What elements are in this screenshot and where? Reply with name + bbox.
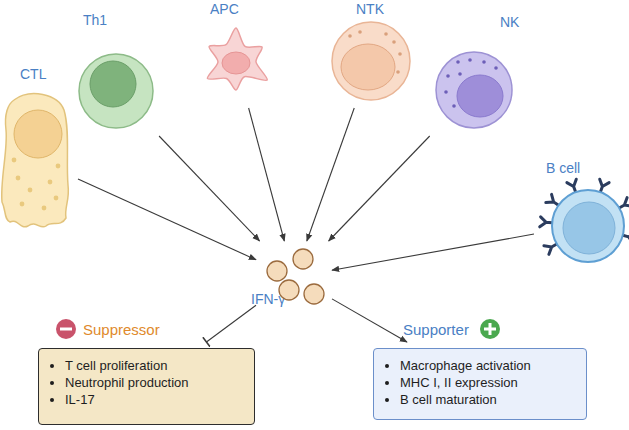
granule: [444, 90, 448, 94]
th1-cell: Th1: [77, 12, 155, 130]
granule: [16, 176, 21, 181]
antibody: [540, 217, 552, 227]
cytokine-molecule: [304, 284, 324, 304]
antibody: [567, 179, 576, 192]
ntk-cell: NTK: [330, 0, 412, 102]
icon-disc: [56, 319, 76, 339]
cell-membrane: [207, 28, 267, 90]
supporter-panel: SupporterMacrophage activationMHC I, II …: [373, 318, 589, 422]
panel-heading: Suppressor: [83, 321, 160, 338]
cytokine-molecule: [293, 249, 313, 269]
cytokine-cluster: IFN-γ: [245, 245, 330, 310]
granule: [468, 58, 472, 62]
plus-icon: [479, 318, 501, 340]
cell-nucleus: [14, 110, 62, 158]
granule: [54, 196, 59, 201]
icon-bar: [60, 328, 72, 331]
cell-membrane: [332, 22, 410, 100]
granule: [384, 32, 388, 36]
cell-illustration: [330, 20, 412, 102]
list-box: Macrophage activationMHC I, II expressio…: [373, 348, 587, 420]
granule: [358, 30, 362, 34]
cell-nucleus: [222, 52, 250, 74]
granule: [494, 66, 498, 70]
granule: [48, 180, 53, 185]
granule: [482, 60, 486, 64]
cytokine-molecule: [267, 261, 287, 281]
granule: [458, 72, 462, 76]
list-item: Neutrophil production: [65, 374, 246, 391]
granule: [348, 34, 352, 38]
cell-nucleus: [90, 61, 136, 107]
nk-cell: NK: [434, 12, 524, 130]
list-box: T cell proliferationNeutrophil productio…: [38, 348, 255, 425]
arrow-connector: [332, 299, 407, 342]
cell-label: CTL: [20, 66, 46, 82]
granule: [56, 164, 61, 169]
granule: [452, 104, 456, 108]
apc-cell: APC: [198, 0, 274, 102]
inhibition-connector: [206, 305, 256, 342]
cell-membrane: [2, 94, 69, 227]
granule: [456, 60, 460, 64]
cell-illustration: [0, 90, 72, 230]
cell-label: NK: [500, 14, 519, 30]
icon-disc: [480, 319, 500, 339]
granule: [20, 202, 25, 207]
cell-nucleus: [341, 44, 395, 90]
minus-icon: [55, 318, 77, 340]
granule: [396, 70, 400, 74]
cell-label: B cell: [546, 160, 580, 176]
antibody: [600, 179, 609, 192]
cell-membrane: [552, 190, 624, 262]
arrow-connector: [329, 136, 430, 241]
granule: [398, 52, 402, 56]
panel-heading: Supporter: [403, 321, 469, 338]
cell-label: Th1: [83, 12, 107, 28]
ctl-cell: CTL: [0, 66, 75, 232]
cytokine-molecule: [279, 280, 299, 300]
suppressor-panel: Suppressor T cell proliferationNeutrophil…: [38, 318, 255, 426]
list-item: T cell proliferation: [65, 357, 246, 374]
cell-illustration: [77, 52, 155, 130]
granule: [28, 188, 33, 193]
b-cell: B cell: [540, 158, 629, 270]
antibody: [544, 244, 557, 254]
cell-illustration: [540, 180, 629, 270]
cell-membrane: [79, 54, 153, 128]
arrow-connector: [249, 108, 285, 241]
arrow-connector: [307, 108, 354, 241]
granule: [12, 158, 17, 163]
cell-label: APC: [210, 1, 239, 17]
list-item: MHC I, II expression: [400, 374, 578, 391]
list-item: B cell maturation: [400, 391, 578, 408]
antibody: [619, 198, 629, 208]
list-item: Macrophage activation: [400, 357, 578, 374]
granule: [446, 74, 450, 78]
arrow-connector: [332, 234, 534, 270]
cell-illustration: [262, 247, 326, 307]
bullet-list: T cell proliferationNeutrophil productio…: [43, 357, 246, 408]
cell-illustration: [434, 50, 514, 130]
cell-illustration: [198, 20, 274, 102]
antibody: [546, 194, 559, 205]
arrow-connector: [159, 136, 259, 241]
cell-label: NTK: [356, 1, 384, 17]
icon-bar: [489, 323, 492, 335]
granule: [392, 40, 396, 44]
cell-nucleus: [563, 202, 615, 254]
list-item: IL-17: [65, 391, 246, 408]
bullet-list: Macrophage activationMHC I, II expressio…: [378, 357, 578, 408]
cell-nucleus: [457, 75, 503, 117]
granule: [42, 206, 47, 211]
cell-membrane: [436, 52, 512, 128]
arrow-connector: [78, 179, 256, 260]
